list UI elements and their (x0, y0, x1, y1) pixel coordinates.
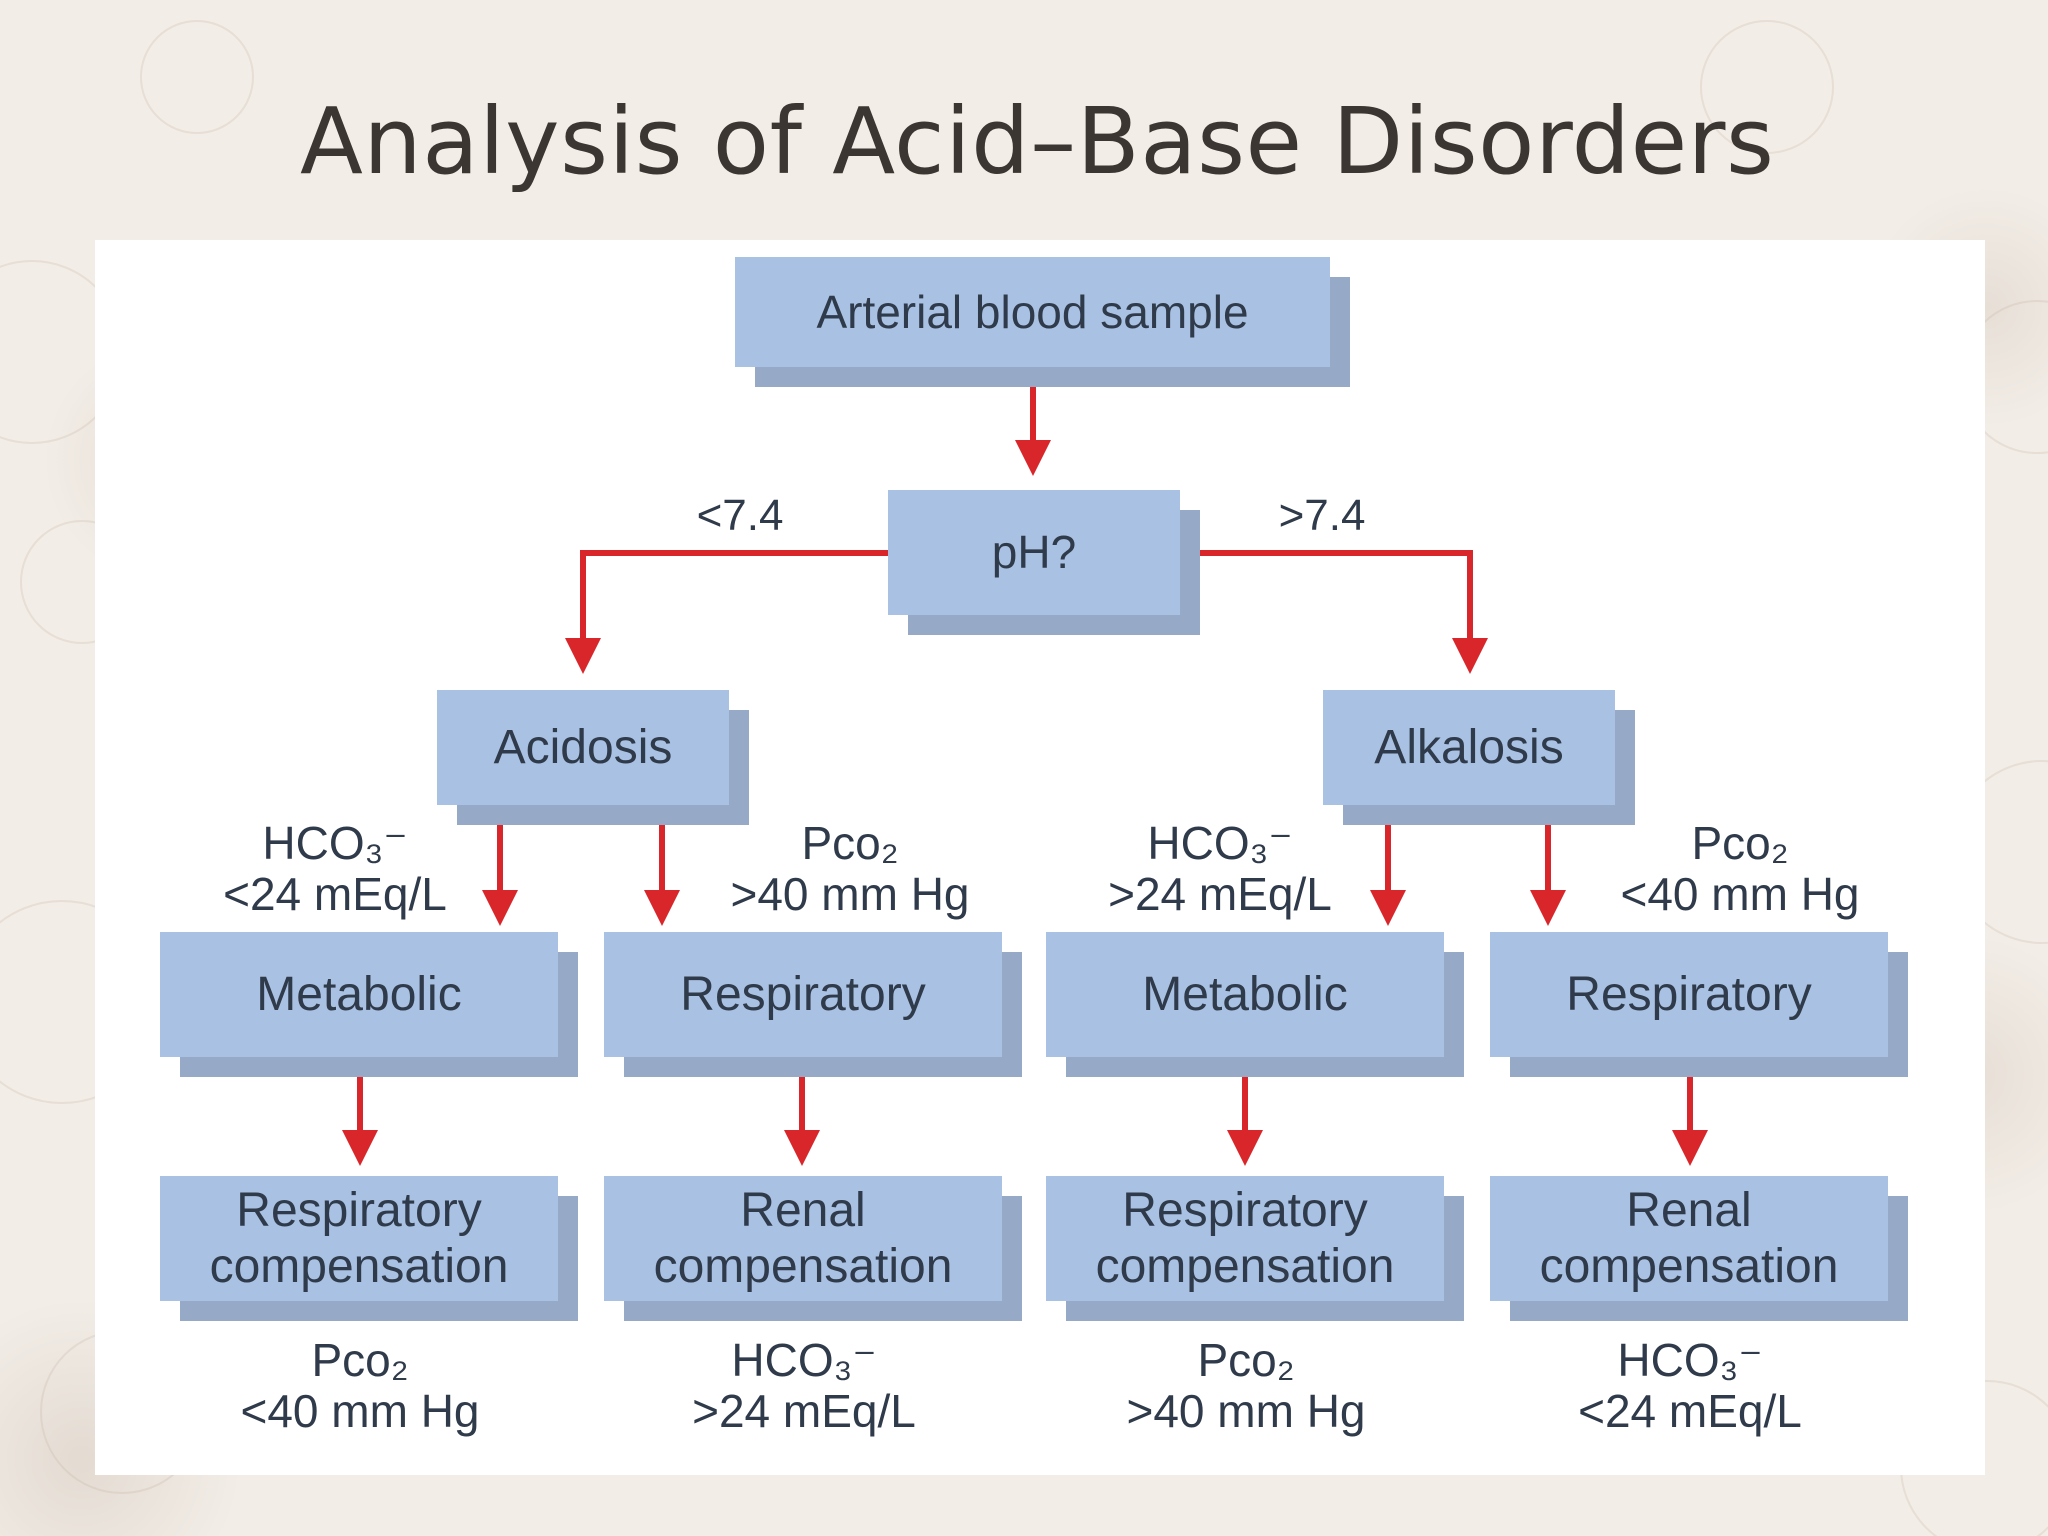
criteria-line: >24 mEq/L (1108, 867, 1332, 920)
node-label: Metabolic (256, 967, 462, 1021)
node-arterial-blood-sample: Arterial blood sample (735, 257, 1330, 367)
criteria-alk-respiratory: Pco₂ <40 mm Hg (1570, 818, 1910, 919)
result-line: Pco₂ (311, 1334, 409, 1386)
node-label: compensation (209, 1239, 509, 1293)
result-line: HCO₃⁻ (1617, 1334, 1763, 1386)
criteria-line: Pco₂ (801, 817, 899, 869)
node-label: Renal (740, 1184, 866, 1238)
node-compensation-2: Renal compensation (604, 1176, 1002, 1301)
node-compensation-4: Renal compensation (1490, 1176, 1888, 1301)
slide-title: Analysis of Acid–Base Disorders (300, 88, 1775, 195)
result-2: HCO₃⁻ >24 mEq/L (614, 1335, 994, 1436)
criteria-acid-respiratory: Pco₂ >40 mm Hg (680, 818, 1020, 919)
node-alkalosis: Alkalosis (1323, 690, 1615, 805)
node-respiratory-acidosis: Respiratory (604, 932, 1002, 1057)
result-line: Pco₂ (1197, 1334, 1295, 1386)
node-compensation-3: Respiratory compensation (1046, 1176, 1444, 1301)
node-label: compensation (1539, 1239, 1839, 1293)
node-label: Arterial blood sample (816, 285, 1249, 338)
result-1: Pco₂ <40 mm Hg (170, 1335, 550, 1436)
node-label: Alkalosis (1374, 720, 1564, 774)
criteria-line: <40 mm Hg (1620, 867, 1860, 920)
branch-label-low: <7.4 (696, 491, 784, 540)
branch-label-high: >7.4 (1278, 491, 1366, 540)
result-4: HCO₃⁻ <24 mEq/L (1500, 1335, 1880, 1436)
node-label: compensation (1095, 1239, 1395, 1293)
criteria-line: HCO₃⁻ (262, 817, 408, 869)
criteria-line: <24 mEq/L (223, 867, 447, 920)
result-line: >24 mEq/L (692, 1384, 916, 1437)
node-label: Respiratory (680, 967, 926, 1021)
result-line: <40 mm Hg (240, 1384, 480, 1437)
node-metabolic-acidosis: Metabolic (160, 932, 558, 1057)
node-acidosis: Acidosis (437, 690, 729, 805)
node-label: Metabolic (1142, 967, 1348, 1021)
criteria-alk-metabolic: HCO₃⁻ >24 mEq/L (1060, 818, 1380, 919)
criteria-line: Pco₂ (1691, 817, 1789, 869)
criteria-line: HCO₃⁻ (1147, 817, 1293, 869)
arrow-ph-to-acidosis (565, 550, 888, 674)
result-3: Pco₂ >40 mm Hg (1056, 1335, 1436, 1436)
node-label: compensation (653, 1239, 953, 1293)
node-label: Renal (1626, 1184, 1752, 1238)
node-label: Respiratory (236, 1184, 482, 1238)
arrow-ph-to-alkalosis (1180, 550, 1488, 674)
node-compensation-1: Respiratory compensation (160, 1176, 558, 1301)
criteria-acid-metabolic: HCO₃⁻ <24 mEq/L (180, 818, 490, 919)
result-line: HCO₃⁻ (731, 1334, 877, 1386)
node-ph: pH? (888, 490, 1180, 615)
result-line: >40 mm Hg (1126, 1384, 1366, 1437)
result-line: <24 mEq/L (1578, 1384, 1802, 1437)
node-label: pH? (991, 526, 1077, 579)
node-label: Respiratory (1122, 1184, 1368, 1238)
node-label: Acidosis (493, 720, 673, 774)
criteria-line: >40 mm Hg (730, 867, 970, 920)
node-label: Respiratory (1566, 967, 1812, 1021)
node-respiratory-alkalosis: Respiratory (1490, 932, 1888, 1057)
node-metabolic-alkalosis: Metabolic (1046, 932, 1444, 1057)
